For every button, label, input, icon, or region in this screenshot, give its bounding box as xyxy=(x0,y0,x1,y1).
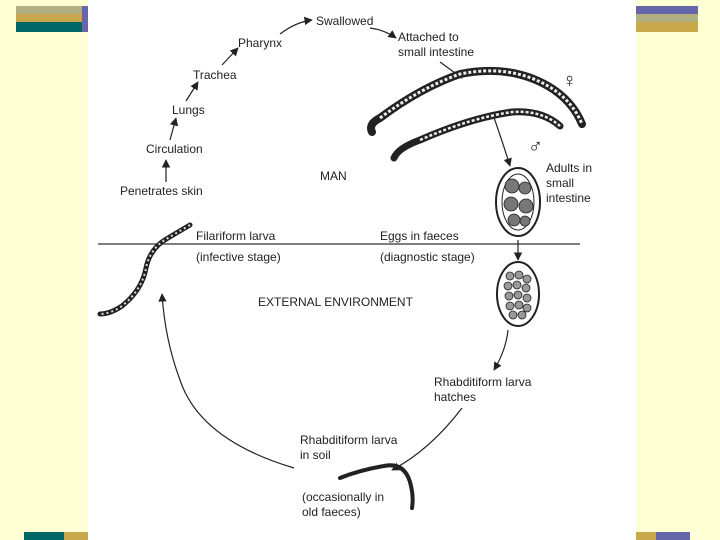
filariform-larva-worm xyxy=(97,222,193,317)
rhabditiform-larva-worm xyxy=(338,463,415,510)
top-right-bar-gold xyxy=(636,22,698,32)
bottom-left-bar-teal xyxy=(24,532,64,540)
bottom-left-bar-gold xyxy=(64,532,90,540)
top-left-bar-olive xyxy=(16,6,82,14)
arrow-trachea-to-pharynx xyxy=(221,47,239,66)
arrow-hatches-to-soil xyxy=(391,407,463,471)
arrow-lungs-to-trachea xyxy=(185,81,199,102)
label-man: MAN xyxy=(320,169,347,183)
label-filariform-larva: Filariform larva xyxy=(196,229,276,243)
top-right-bar-olive xyxy=(636,14,698,22)
top-left-bar-gold xyxy=(16,14,82,22)
diagram-panel xyxy=(88,0,636,540)
top-left-bar-purple xyxy=(82,6,90,32)
label-attached: Attached to small intestine xyxy=(398,30,475,59)
bottom-right-bar-gold xyxy=(636,532,656,540)
label-external-environment: EXTERNAL ENVIRONMENT xyxy=(258,295,413,309)
male-symbol: ♂ xyxy=(528,136,543,158)
arrow-worm-to-egg xyxy=(491,111,512,167)
bottom-right-bar-purple xyxy=(656,532,690,540)
label-infective-stage: (infective stage) xyxy=(196,250,281,264)
label-diagnostic-stage: (diagnostic stage) xyxy=(380,250,475,264)
female-symbol: ♀ xyxy=(562,70,577,92)
label-swallowed: Swallowed xyxy=(316,14,374,28)
label-rhabditiform-soil: Rhabditiform larva in soil xyxy=(300,433,398,462)
label-penetrates-skin: Penetrates skin xyxy=(120,184,203,198)
label-rhabditiform-hatches: Rhabditiform larva hatches xyxy=(434,375,532,404)
label-lungs: Lungs xyxy=(172,103,205,117)
top-left-bar-teal xyxy=(16,22,82,32)
label-pharynx: Pharynx xyxy=(238,36,283,50)
label-occasionally-old-faeces: (occasionally in old faeces) xyxy=(302,490,385,519)
arrow-pharynx-to-swallowed xyxy=(279,16,313,35)
label-circulation: Circulation xyxy=(146,142,203,156)
arrow-circulation-to-lungs xyxy=(169,117,179,141)
arrow-egg-to-hatches xyxy=(493,329,509,371)
label-adults-in-intestine: Adults in small intestine xyxy=(546,161,593,205)
label-trachea: Trachea xyxy=(193,68,237,82)
label-eggs-in-faeces: Eggs in faeces xyxy=(380,229,459,243)
top-right-bar-purple xyxy=(636,6,698,14)
arrow-swallowed-to-attached xyxy=(369,27,397,39)
arrow-soil-to-filariform xyxy=(158,293,295,469)
